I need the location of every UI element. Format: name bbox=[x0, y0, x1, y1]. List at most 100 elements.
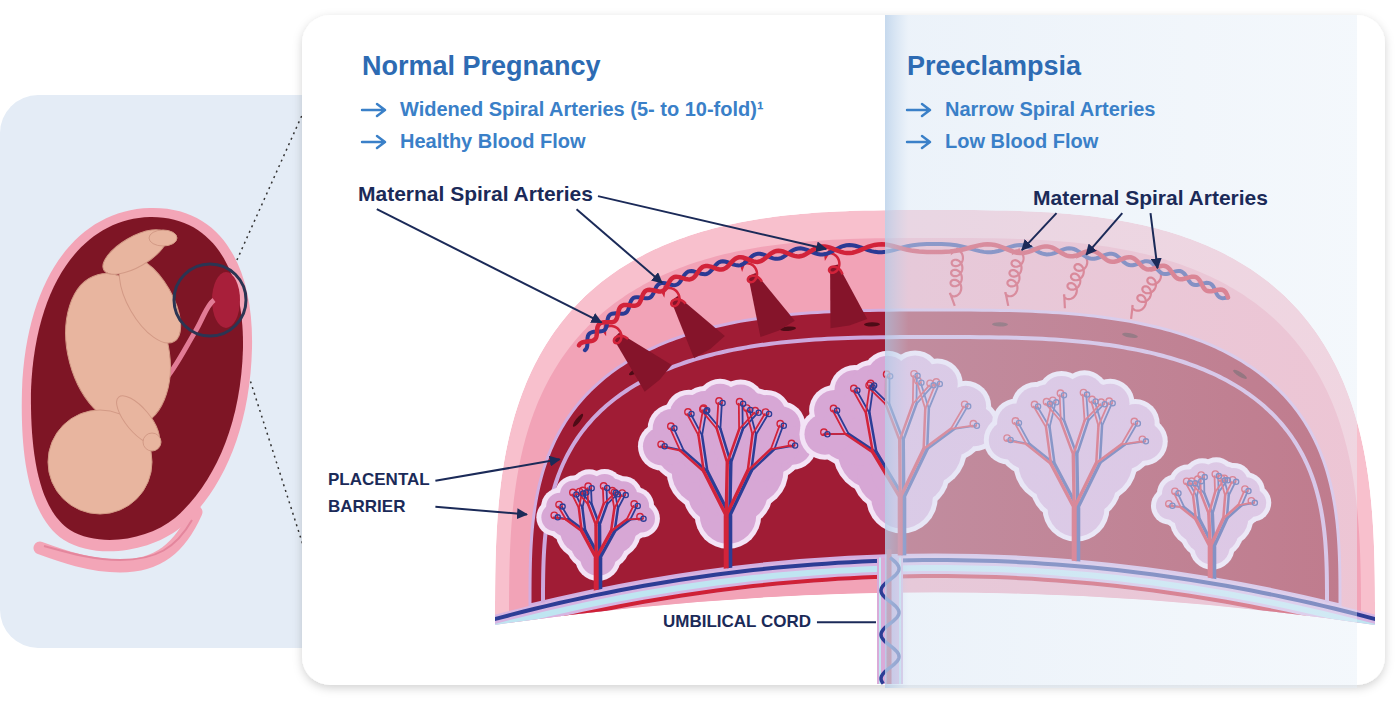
villus-loop bbox=[748, 407, 753, 412]
basal-dash bbox=[571, 413, 584, 428]
illustration-part bbox=[557, 488, 643, 602]
villus-loop bbox=[560, 504, 565, 509]
villus-artery bbox=[627, 506, 634, 520]
villus-artery bbox=[771, 445, 791, 449]
leader-line bbox=[817, 621, 876, 623]
villus-loop bbox=[825, 432, 830, 437]
villus-artery bbox=[596, 504, 604, 525]
villus-loop bbox=[834, 408, 839, 413]
villus-loop bbox=[793, 443, 798, 448]
villus-loop bbox=[720, 400, 725, 405]
illustration-part bbox=[555, 485, 646, 521]
villus-loop bbox=[756, 410, 761, 415]
illustration-part bbox=[664, 403, 794, 580]
villus-loop bbox=[580, 491, 585, 496]
villus-artery bbox=[611, 520, 627, 532]
preeclampsia-shade bbox=[885, 15, 1357, 688]
part-label: Maternal Spiral Arteries bbox=[358, 181, 593, 206]
villus-artery bbox=[602, 488, 604, 504]
leader-line bbox=[1086, 213, 1122, 254]
villus-loop bbox=[662, 444, 667, 449]
illustration-part bbox=[553, 488, 639, 602]
villus-loop bbox=[870, 385, 875, 390]
cord-membrane bbox=[879, 558, 881, 684]
villus-loop bbox=[613, 490, 618, 495]
leader-line bbox=[435, 507, 527, 515]
villus-artery bbox=[748, 449, 771, 471]
illustration-part bbox=[662, 400, 798, 449]
leader-line bbox=[598, 196, 826, 249]
villus-artery bbox=[738, 404, 740, 430]
villus-loop bbox=[766, 411, 771, 416]
villus-artery bbox=[698, 410, 702, 435]
villus-loop bbox=[704, 409, 709, 414]
villus-artery bbox=[726, 471, 748, 516]
villus-artery bbox=[702, 411, 717, 429]
leader-line bbox=[1022, 213, 1057, 250]
section-heading: Normal Pregnancy bbox=[362, 50, 601, 82]
villus-artery bbox=[727, 429, 739, 463]
villus-artery bbox=[588, 504, 596, 525]
villus-vein bbox=[751, 449, 774, 471]
fetus-hand bbox=[143, 433, 161, 451]
leader-lines bbox=[377, 196, 1158, 622]
villus-artery bbox=[866, 413, 873, 452]
bullet-text: Narrow Spiral Arteries bbox=[945, 97, 1155, 121]
illustration-part bbox=[613, 265, 867, 392]
illustration-part bbox=[551, 483, 643, 520]
villus-vein bbox=[730, 471, 752, 516]
villus-artery bbox=[845, 434, 873, 453]
leader-line bbox=[577, 209, 662, 283]
villus-loop bbox=[589, 486, 594, 491]
villus-loop bbox=[672, 426, 677, 431]
villus-artery bbox=[853, 390, 866, 413]
villus-artery bbox=[698, 435, 703, 471]
fetus-arm bbox=[110, 389, 167, 450]
villus-loop bbox=[741, 401, 746, 406]
villous-tree bbox=[638, 379, 817, 580]
villus-artery bbox=[670, 428, 680, 450]
bullet-text: Widened Spiral Arteries (5- to 10-fold)¹ bbox=[400, 97, 764, 121]
leader-line bbox=[1150, 213, 1157, 268]
villus-artery bbox=[704, 472, 726, 516]
villus-artery bbox=[717, 403, 718, 429]
villus-loop bbox=[574, 492, 579, 497]
villus-artery bbox=[866, 386, 870, 414]
widened-artery-cone bbox=[671, 296, 725, 358]
villus-loop bbox=[781, 423, 786, 428]
villus-artery bbox=[833, 411, 845, 434]
villus-vein bbox=[720, 403, 721, 429]
villus-loop bbox=[689, 411, 694, 416]
villus-artery bbox=[687, 414, 698, 435]
villus-loop bbox=[623, 492, 628, 497]
uterus-wall bbox=[22, 208, 252, 551]
part-label: Maternal Spiral Arteries bbox=[1033, 185, 1268, 210]
villus-loop bbox=[555, 515, 560, 520]
villus-loop bbox=[635, 503, 640, 508]
villus-artery bbox=[582, 531, 597, 558]
leader-line bbox=[435, 459, 559, 480]
fetus-foot bbox=[149, 230, 177, 246]
small-placenta bbox=[212, 272, 240, 328]
magnifier-circle bbox=[174, 264, 246, 336]
villus-artery bbox=[746, 410, 752, 434]
villus-artery bbox=[594, 558, 599, 601]
illustration-part bbox=[658, 398, 795, 448]
villus-artery bbox=[752, 414, 764, 434]
villus-artery bbox=[726, 463, 727, 516]
widened-artery-cone bbox=[830, 265, 867, 329]
villus-artery bbox=[579, 508, 582, 531]
section-heading: Preeclampsia bbox=[907, 50, 1081, 82]
villus-loop bbox=[605, 485, 610, 490]
villus-artery bbox=[596, 531, 611, 558]
villus-vein bbox=[582, 508, 585, 531]
illustration-part bbox=[660, 403, 790, 580]
bullet-text: Low Blood Flow bbox=[945, 129, 1098, 153]
basal-dash bbox=[864, 322, 880, 327]
villus-loop bbox=[641, 516, 646, 521]
leader-line bbox=[377, 209, 602, 322]
widened-artery-cone bbox=[613, 333, 671, 392]
widened-artery-cone bbox=[748, 273, 795, 337]
